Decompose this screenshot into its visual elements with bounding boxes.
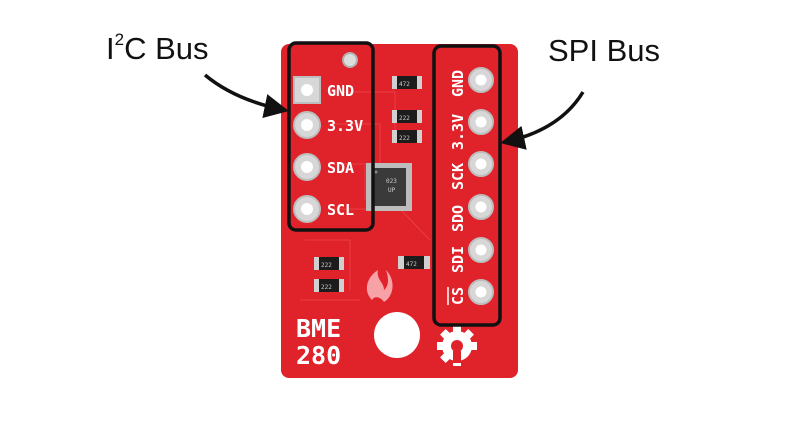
i2c-bus-callout: I2C Bus [106, 31, 209, 64]
i2c-pin-label: SDA [327, 159, 354, 177]
i2c-pin-pads [293, 76, 321, 223]
flame-logo-icon [366, 270, 393, 302]
spi-pin-label: GND [449, 70, 467, 97]
pcb-traces [300, 91, 431, 301]
svg-text:472: 472 [399, 81, 410, 88]
smd-resistor: 222 [314, 279, 344, 292]
spi-pin-label: SDO [449, 205, 467, 232]
svg-text:023: 023 [386, 178, 397, 185]
smd-resistor: 222 [392, 110, 422, 123]
svg-text:222: 222 [399, 135, 410, 142]
svg-text:222: 222 [399, 115, 410, 122]
spi-bus-callout: SPI Bus [548, 35, 660, 66]
i2c-pin-label: 3.3V [327, 117, 363, 135]
svg-text:472: 472 [406, 261, 417, 268]
i2c-pin-label: SCL [327, 201, 354, 219]
i2c-superscript: 2 [114, 30, 125, 49]
i2c-highlight-box [287, 41, 375, 232]
smd-resistor: 222 [392, 130, 422, 143]
mount-hole-main [374, 312, 420, 358]
smd-resistor: 472 [392, 76, 422, 89]
spi-arrow [500, 91, 585, 150]
mount-hole-top [342, 52, 358, 68]
spi-pin-label: 3.3V [449, 114, 467, 150]
spi-label: SPI Bus [548, 33, 660, 68]
svg-text:UP: UP [388, 187, 396, 194]
i2c-prefix: I [106, 31, 115, 66]
smd-resistor: 222 [314, 257, 344, 270]
spi-pin-label: CS [449, 287, 467, 305]
spi-highlight-box [432, 44, 502, 327]
model-label-line1: BME [296, 314, 341, 343]
i2c-arrow [203, 73, 289, 119]
spi-pin-label: SCK [449, 163, 467, 190]
svg-text:222: 222 [321, 262, 332, 269]
spi-pin-pads [468, 67, 494, 305]
model-label-line2: 280 [296, 341, 341, 370]
svg-text:222: 222 [321, 284, 332, 291]
i2c-suffix: C Bus [124, 31, 209, 66]
smd-resistor: 472 [398, 256, 430, 269]
i2c-pin-label: GND [327, 82, 354, 100]
spi-pin-label: SDI [449, 246, 467, 273]
